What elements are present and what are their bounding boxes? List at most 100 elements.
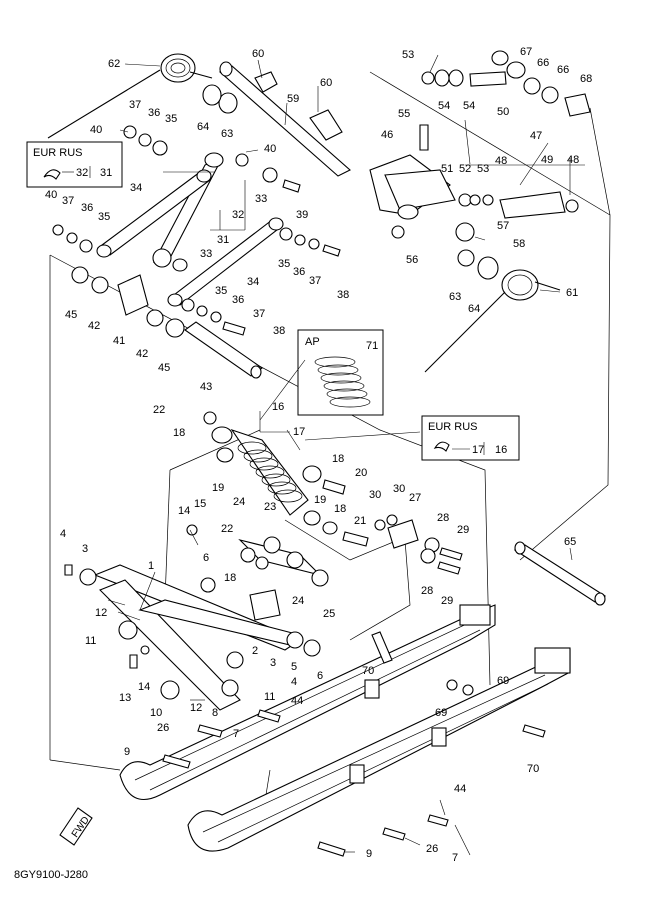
rear-shock-absorber (203, 411, 369, 547)
callout-17: 17 (293, 426, 305, 438)
callout-31-eur: 31 (100, 167, 112, 179)
callout-53-a: 53 (402, 49, 414, 61)
callout-18-d: 18 (224, 572, 236, 584)
callout-67: 67 (520, 46, 532, 58)
callout-66-a: 66 (537, 57, 549, 69)
callout-6-b: 6 (317, 670, 323, 682)
ap-spring-box: AP (297, 329, 384, 416)
front-arm-shaft (71, 266, 263, 379)
rear-link-assembly (238, 514, 463, 587)
callout-24-b: 24 (292, 595, 304, 607)
callout-8: 8 (212, 707, 218, 719)
callout-69-b: 69 (497, 675, 509, 687)
callout-7-b: 7 (452, 852, 458, 864)
callout-18-b: 18 (332, 453, 344, 465)
callout-1: 1 (148, 560, 154, 572)
callout-15: 15 (194, 498, 206, 510)
eur-rus-box-mid: EUR RUS 17 16 (421, 415, 520, 461)
eur-rus-box-top: EUR RUS 32 31 (26, 141, 123, 188)
callout-5: 5 (291, 661, 297, 673)
callout-37-a: 37 (129, 99, 141, 111)
callout-53-b: 53 (477, 163, 489, 175)
callout-41: 41 (113, 335, 125, 347)
callout-28-b: 28 (421, 585, 433, 597)
callout-numbers: 62 60 60 59 64 63 53 54 54 50 67 66 66 6… (45, 46, 592, 864)
callout-54-a: 54 (438, 100, 450, 112)
callout-3-a: 3 (82, 543, 88, 555)
callout-62: 62 (108, 58, 120, 70)
callout-35-d: 35 (215, 285, 227, 297)
callout-45-a: 45 (65, 309, 77, 321)
callout-23: 23 (264, 501, 276, 513)
callout-55: 55 (398, 108, 410, 120)
callout-40-b: 40 (264, 143, 276, 155)
callout-24-a: 24 (233, 496, 245, 508)
callout-37-d: 37 (253, 308, 265, 320)
shock-coils (237, 441, 303, 503)
callout-9-a: 9 (124, 746, 130, 758)
callout-40-c: 40 (45, 189, 57, 201)
callout-9-b: 9 (366, 848, 372, 860)
callout-26-b: 26 (426, 843, 438, 855)
callout-68: 68 (580, 73, 592, 85)
callout-35-a: 35 (165, 113, 177, 125)
callout-49: 49 (541, 154, 553, 166)
callout-46: 46 (381, 129, 393, 141)
slide-rail-left (119, 604, 496, 800)
callout-25: 25 (323, 608, 335, 620)
callout-18-a: 18 (173, 427, 185, 439)
callout-33-b: 33 (200, 248, 212, 260)
callout-29-b: 29 (441, 595, 453, 607)
callout-69-a: 69 (435, 707, 447, 719)
callout-32-eur: 32 (76, 167, 88, 179)
callout-57: 57 (497, 220, 509, 232)
callout-13: 13 (119, 692, 131, 704)
callout-37-b: 37 (62, 195, 74, 207)
callout-45-b: 45 (158, 362, 170, 374)
front-shock-and-links (52, 125, 341, 336)
callout-38-a: 38 (337, 289, 349, 301)
callout-22-b: 22 (221, 523, 233, 535)
bolts (162, 631, 546, 857)
callout-14-a: 14 (178, 505, 190, 517)
upper-pivot-bracket (369, 124, 579, 242)
callout-35-b: 35 (98, 211, 110, 223)
coil-spring-71 (314, 356, 371, 408)
callout-42-a: 42 (88, 320, 100, 332)
callout-32-b: 32 (232, 209, 244, 221)
callout-14-b: 14 (138, 681, 150, 693)
callout-60-a: 60 (252, 48, 264, 60)
ap-label: AP (305, 336, 320, 348)
callout-30-a: 30 (369, 489, 381, 501)
torsion-spring-right (424, 249, 561, 373)
callout-71: 71 (366, 340, 378, 352)
callout-35-c: 35 (278, 258, 290, 270)
callout-16: 16 (272, 401, 284, 413)
upper-right-parts (421, 50, 591, 117)
callout-21: 21 (354, 515, 366, 527)
callout-34-b: 34 (247, 276, 259, 288)
callout-11-b: 11 (264, 691, 275, 703)
callout-4-a: 4 (60, 528, 66, 540)
callout-6-a: 6 (203, 552, 209, 564)
callout-10: 10 (150, 707, 162, 719)
torsion-spring-left (47, 53, 213, 139)
callout-19-b: 19 (314, 494, 326, 506)
callout-52: 52 (459, 163, 471, 175)
callout-64-b: 64 (468, 303, 480, 315)
eur-rus-label: EUR RUS (33, 147, 83, 159)
callout-31-b: 31 (217, 234, 229, 246)
callout-54-b: 54 (463, 100, 475, 112)
callout-70-b: 70 (527, 763, 539, 775)
callout-44-b: 44 (454, 783, 466, 795)
callout-4-b: 4 (291, 676, 297, 688)
callout-60-b: 60 (320, 77, 332, 89)
callout-50: 50 (497, 106, 509, 118)
leader-lines (107, 54, 585, 856)
callout-42-b: 42 (136, 348, 148, 360)
callout-22-a: 22 (153, 404, 165, 416)
callout-18-c: 18 (334, 503, 346, 515)
callout-38-b: 38 (273, 325, 285, 337)
callout-2: 2 (252, 645, 258, 657)
